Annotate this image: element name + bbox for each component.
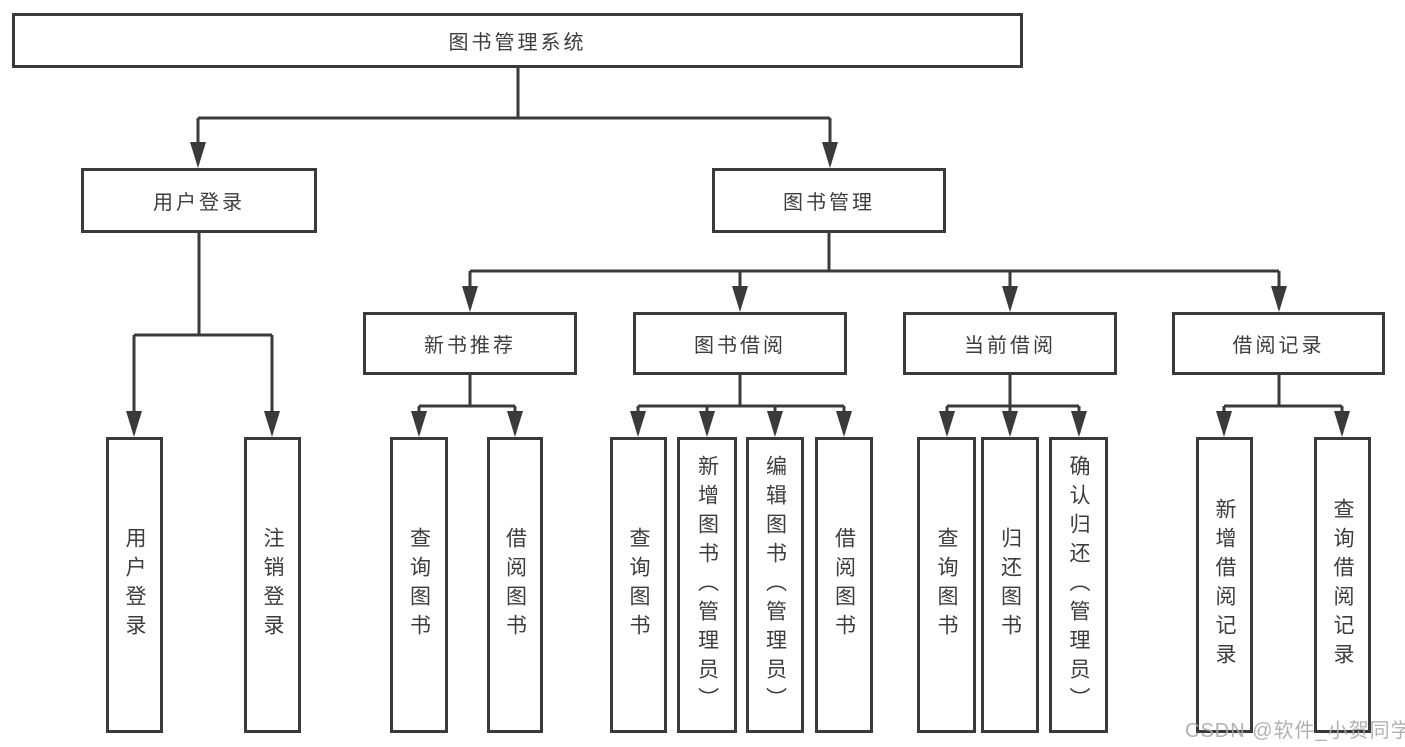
node-book-borrowing: 图书借阅 (633, 312, 847, 375)
leaf-query-books-borrowing-label: 查询图书 (627, 527, 650, 643)
node-new-book-recommend-label: 新书推荐 (424, 335, 516, 357)
leaf-query-borrowing-record: 查询借阅记录 (1314, 437, 1371, 733)
node-borrowing-records-label: 借阅记录 (1232, 335, 1325, 357)
leaf-logout: 注销登录 (244, 437, 301, 733)
leaf-add-borrowing-record: 新增借阅记录 (1196, 437, 1253, 733)
node-root: 图书管理系统 (12, 13, 1023, 68)
leaf-return-books: 归还图书 (981, 437, 1039, 733)
leaf-user-login: 用户登录 (106, 437, 163, 733)
watermark: CSDN @软件_小贺同学 (1185, 720, 1405, 742)
node-root-label: 图书管理系统 (448, 32, 587, 54)
leaf-borrow-books: 借阅图书 (815, 437, 873, 733)
leaf-query-books-borrowing: 查询图书 (610, 437, 667, 733)
node-book-management-label: 图书管理 (783, 192, 875, 214)
leaf-borrow-books-recommend: 借阅图书 (487, 437, 543, 733)
leaf-query-books-current-label: 查询图书 (935, 527, 958, 643)
node-borrowing-records: 借阅记录 (1172, 312, 1385, 375)
node-new-book-recommend: 新书推荐 (363, 312, 577, 375)
leaf-logout-label: 注销登录 (261, 527, 284, 643)
arrowheads (126, 142, 1350, 437)
leaf-add-books-admin: 新增图书（管理员） (677, 437, 737, 733)
leaf-edit-books-admin-label: 编辑图书（管理员） (763, 454, 787, 716)
leaf-query-books-recommend-label: 查询图书 (407, 527, 431, 643)
leaf-borrow-books-label: 借阅图书 (832, 527, 856, 643)
leaf-edit-books-admin: 编辑图书（管理员） (746, 437, 804, 733)
node-current-borrowing: 当前借阅 (903, 312, 1117, 375)
node-book-management: 图书管理 (712, 168, 946, 233)
leaf-query-books-current: 查询图书 (917, 437, 976, 733)
leaf-query-books-recommend: 查询图书 (390, 437, 448, 733)
leaf-query-borrowing-record-label: 查询借阅记录 (1331, 498, 1354, 672)
leaf-add-books-admin-label: 新增图书（管理员） (695, 454, 719, 716)
node-current-borrowing-label: 当前借阅 (964, 335, 1056, 357)
leaf-confirm-return-admin: 确认归还（管理员） (1049, 437, 1108, 733)
node-book-borrowing-label: 图书借阅 (694, 335, 786, 357)
leaf-user-login-label: 用户登录 (123, 527, 146, 643)
leaf-return-books-label: 归还图书 (998, 527, 1022, 643)
leaf-confirm-return-admin-label: 确认归还（管理员） (1067, 454, 1090, 716)
leaf-add-borrowing-record-label: 新增借阅记录 (1213, 498, 1236, 672)
node-user-login: 用户登录 (81, 168, 317, 233)
leaf-borrow-books-recommend-label: 借阅图书 (503, 527, 527, 643)
node-user-login-label: 用户登录 (153, 192, 245, 214)
